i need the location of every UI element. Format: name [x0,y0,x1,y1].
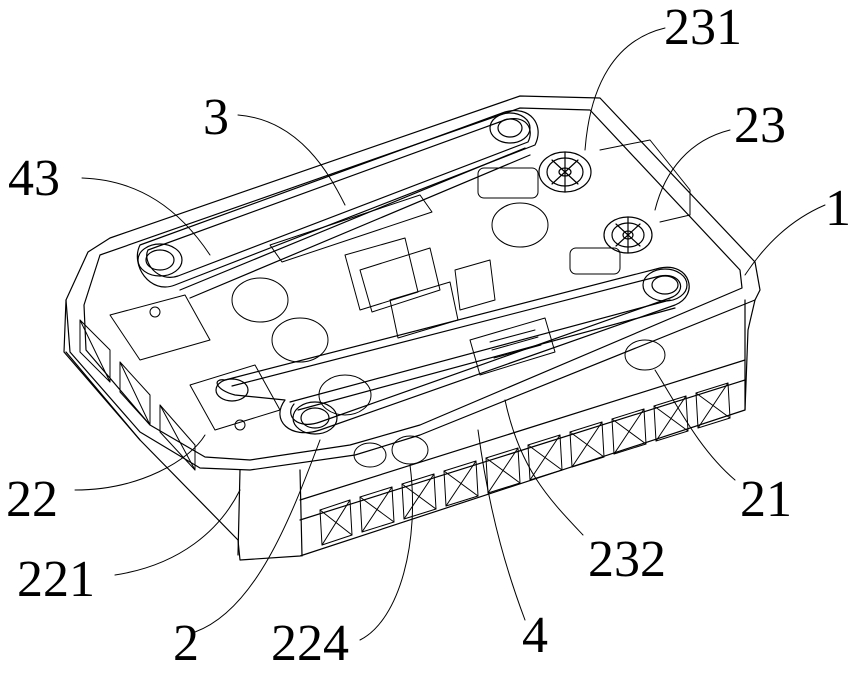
lower-belt [217,267,689,432]
label-224: 224 [271,618,349,670]
truss-windows [80,320,730,545]
label-22: 22 [6,474,58,526]
internal-components [110,140,690,467]
label-1: 1 [825,183,851,235]
label-231: 231 [664,2,742,54]
label-2: 2 [173,618,199,670]
label-4: 4 [522,610,548,662]
label-23: 23 [734,100,786,152]
label-43: 43 [8,153,60,205]
gear-wheels [539,152,652,253]
upper-belt [137,111,538,298]
label-221: 221 [17,554,95,606]
label-232: 232 [588,534,666,586]
label-21: 21 [740,474,792,526]
label-3: 3 [203,92,229,144]
